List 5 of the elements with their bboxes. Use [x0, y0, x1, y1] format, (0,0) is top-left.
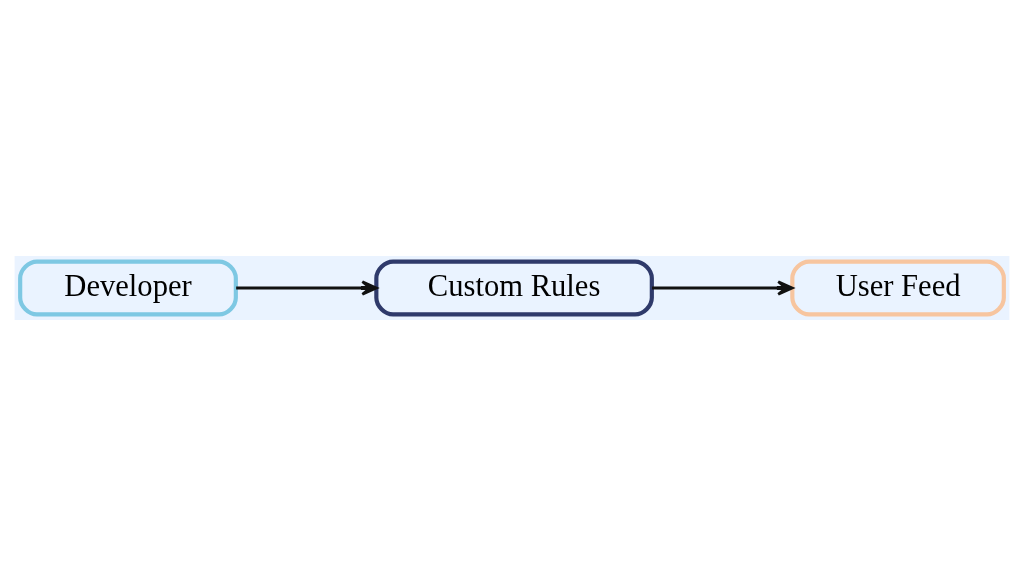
arrow	[652, 280, 794, 296]
node-box: Custom Rules	[374, 259, 654, 317]
node-box: User Feed	[790, 259, 1006, 317]
node-box: Developer	[18, 259, 238, 317]
arrow	[236, 280, 378, 296]
